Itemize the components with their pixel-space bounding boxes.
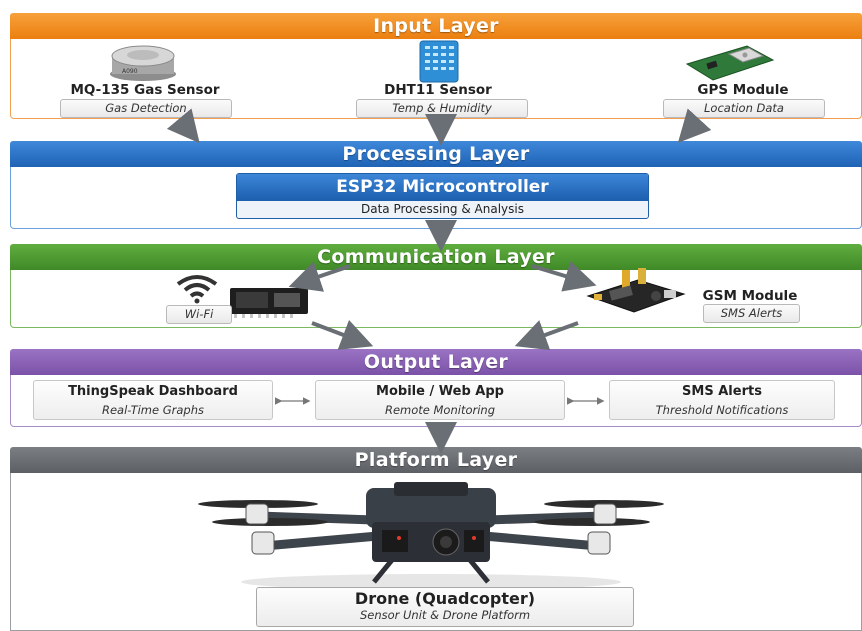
drone-subtitle: Sensor Unit & Drone Platform	[359, 608, 531, 622]
gas-sensor-icon: A090	[107, 42, 179, 82]
gps-module-icon	[683, 42, 775, 84]
esp32-subtitle: Data Processing & Analysis	[361, 202, 524, 216]
communication-layer-header: Communication Layer	[10, 244, 862, 270]
wifi-desc: Wi-Fi	[166, 305, 232, 324]
dht11-sensor-icon	[418, 40, 460, 84]
app-box: Mobile / Web App Remote Monitoring	[315, 380, 565, 420]
gsm-module-icon	[580, 268, 692, 318]
output-layer-header: Output Layer	[10, 349, 862, 375]
input-layer-header: Input Layer	[10, 13, 862, 39]
esp32-title: ESP32 Microcontroller	[237, 174, 648, 201]
sms-title: SMS Alerts	[682, 384, 762, 399]
dht11-sensor-desc: Temp & Humidity	[356, 99, 528, 118]
drone-icon	[196, 474, 666, 590]
arrow-gps-to-processing	[677, 108, 712, 143]
platform-layer-header: Platform Layer	[10, 447, 862, 473]
gps-module-label: GPS Module	[697, 82, 789, 98]
arrow-gas-to-processing	[166, 108, 200, 144]
thingspeak-box: ThingSpeak Dashboard Real-Time Graphs	[33, 380, 273, 420]
thingspeak-title: ThingSpeak Dashboard	[68, 384, 238, 399]
drone-label-box: Drone (Quadcopter) Sensor Unit & Drone P…	[256, 587, 634, 627]
svg-text:A090: A090	[122, 68, 138, 75]
sms-box: SMS Alerts Threshold Notifications	[609, 380, 835, 420]
app-subtitle: Remote Monitoring	[384, 403, 496, 417]
esp32-box: ESP32 Microcontroller Data Processing & …	[236, 173, 649, 219]
drone-title: Drone (Quadcopter)	[354, 589, 536, 608]
gsm-module-label: GSM Module	[702, 288, 798, 304]
wifi-board-icon	[228, 284, 312, 320]
app-title: Mobile / Web App	[376, 384, 504, 399]
wifi-icon	[174, 272, 220, 304]
gps-module-desc: Location Data	[663, 99, 825, 118]
thingspeak-subtitle: Real-Time Graphs	[101, 403, 205, 417]
sms-subtitle: Threshold Notifications	[655, 403, 789, 417]
gas-sensor-label: MQ-135 Gas Sensor	[70, 82, 220, 98]
gas-sensor-desc: Gas Detection	[60, 99, 232, 118]
processing-layer-header: Processing Layer	[10, 141, 862, 167]
gsm-module-desc: SMS Alerts	[703, 304, 800, 323]
dht11-sensor-label: DHT11 Sensor	[384, 82, 492, 98]
